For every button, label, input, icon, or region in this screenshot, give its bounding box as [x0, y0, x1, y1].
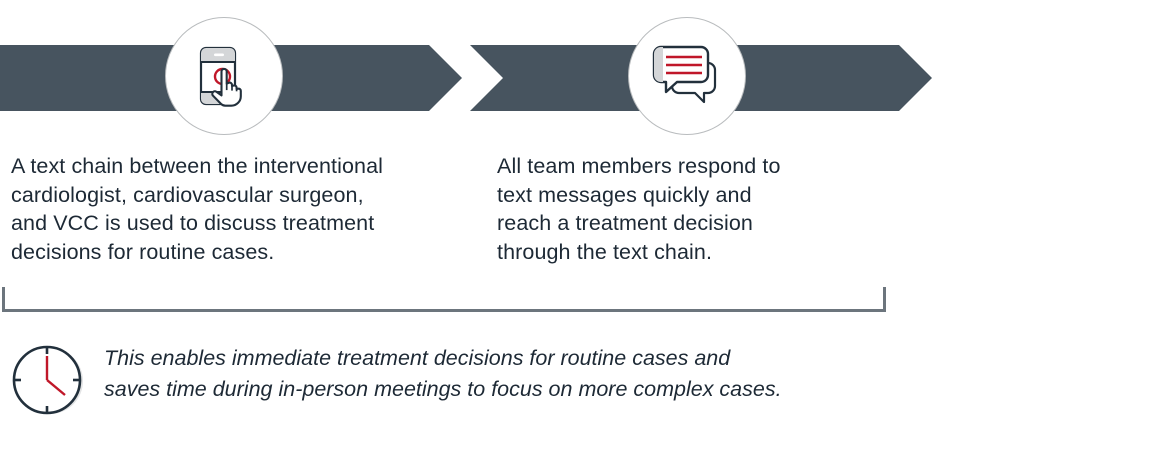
summary-bracket: [2, 287, 886, 312]
summary-note-row: This enables immediate treatment decisio…: [0, 336, 1152, 436]
clock-icon: [12, 345, 83, 415]
step-1-description: A text chain between the interventional …: [11, 154, 384, 264]
summary-note-text: This enables immediate treatment decisio…: [104, 346, 782, 401]
chat-bubbles-icon: [652, 45, 717, 104]
step-1-icon-badge: [165, 17, 283, 135]
smartphone-tap-icon: [199, 46, 242, 107]
bracket-horizontal-rule: [2, 309, 886, 312]
bracket-left-tick: [2, 287, 5, 312]
step-2-icon-badge: [628, 17, 746, 135]
process-arrow-band: [0, 0, 1152, 145]
clock-icon-wrap: [9, 341, 87, 419]
process-step-descriptions: A text chain between the interventional …: [0, 148, 1152, 278]
bracket-right-tick: [883, 287, 886, 312]
step-2-description: All team members respond to text message…: [497, 154, 781, 264]
